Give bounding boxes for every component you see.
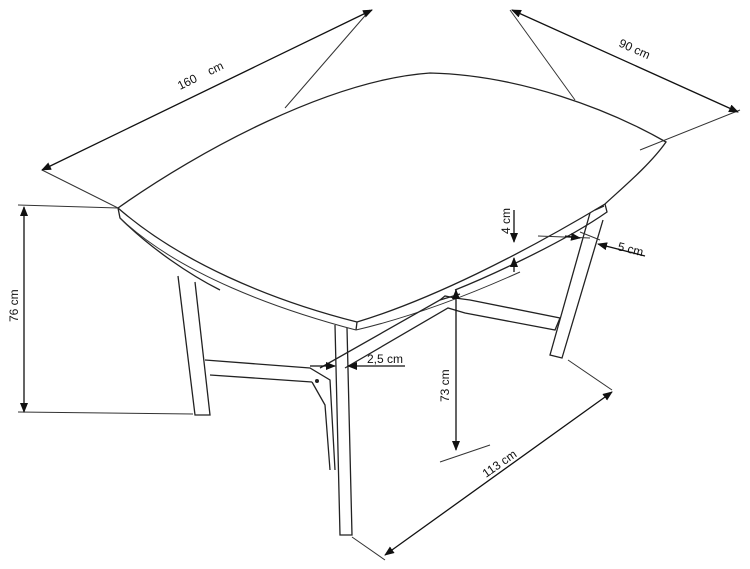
dimension-labels: 160 cm 90 cm 76 cm 73 cm 4 cm 5 cm 2,5 c… [7,36,652,481]
length-label: 160 cm [175,58,226,92]
clearance-height-label: 73 cm [438,369,452,402]
screw-icon [315,379,319,383]
base-length-label: 113 cm [480,447,520,481]
table-top [116,72,667,331]
leg-width-dimension-line-right [597,242,646,257]
table-legs [177,205,605,536]
leg-profile-label: 2,5 cm [367,352,403,366]
extension-lines [17,9,741,561]
top-thickness-label: 4 cm [499,208,513,234]
leg-width-dimension-line-left [564,232,581,241]
dimension-lines [20,9,739,556]
width-label: 90 cm [617,36,653,62]
width-dimension-line [511,9,739,113]
length-dimension-line [41,9,373,171]
total-height-label: 76 cm [7,289,21,322]
leg-width-label: 5 cm [616,239,645,259]
base-length-dimension-line [384,391,613,556]
